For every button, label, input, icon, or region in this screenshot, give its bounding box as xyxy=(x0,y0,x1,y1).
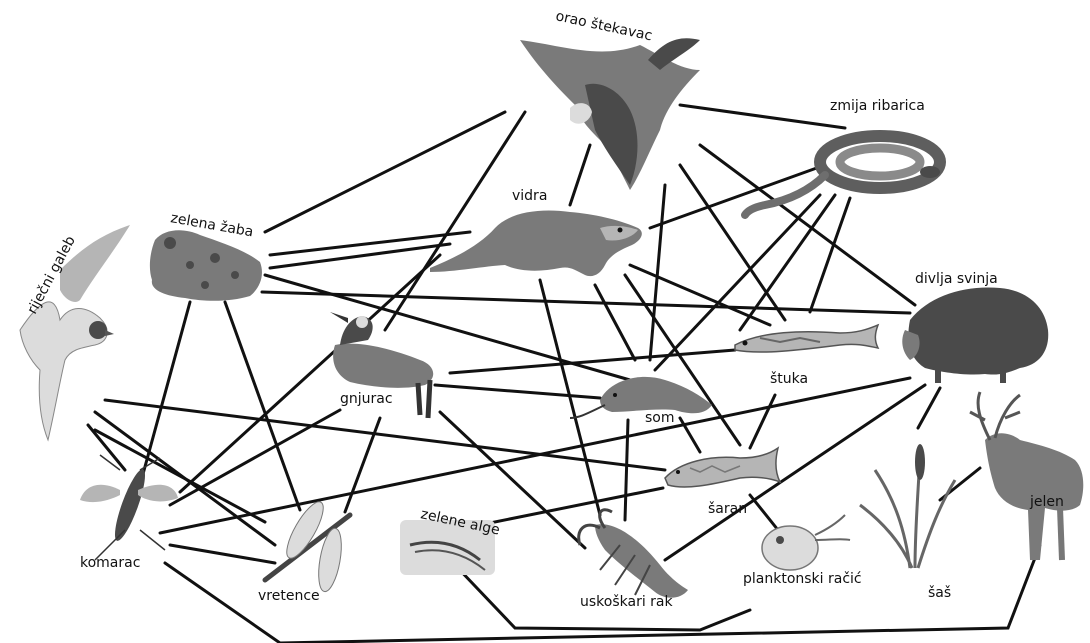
label-svinja: divlja svinja xyxy=(915,271,998,287)
link-saran-alge xyxy=(480,488,663,525)
label-komarac: komarac xyxy=(80,555,140,571)
boar-illustration xyxy=(902,287,1048,383)
otter-illustration xyxy=(430,211,642,277)
eagle-illustration xyxy=(520,38,700,190)
link-orao-stuka xyxy=(680,165,785,320)
label-orao: orao štekavac xyxy=(554,8,654,44)
label-sas: šaš xyxy=(928,585,951,601)
pike-illustration xyxy=(735,325,878,352)
link-orao-zaba xyxy=(265,112,505,232)
snake-illustration xyxy=(745,136,940,215)
label-rak: uskoškari rak xyxy=(580,594,674,610)
link-zaba-vretence xyxy=(225,302,300,510)
link-stuka-saran xyxy=(750,395,775,448)
label-saran: šaran xyxy=(708,501,747,517)
label-zmija: zmija ribarica xyxy=(830,98,925,114)
carp-illustration xyxy=(665,448,780,487)
link-vidra-zaba2 xyxy=(270,244,450,268)
label-vidra: vidra xyxy=(512,188,547,204)
link-orao-zmija xyxy=(680,105,845,128)
link-orao-vidra xyxy=(570,145,590,205)
gull-illustration xyxy=(20,225,130,440)
link-gnjurac-som xyxy=(435,385,600,398)
label-stuka: štuka xyxy=(770,371,808,387)
link-svinja-sas xyxy=(918,388,940,428)
label-vretence: vretence xyxy=(258,588,320,604)
label-jelen: jelen xyxy=(1029,494,1064,510)
dragonfly-illustration xyxy=(265,497,350,593)
label-gnjurac: gnjurac xyxy=(340,391,393,407)
crayfish-illustration xyxy=(579,510,688,598)
link-vidra-som xyxy=(595,285,635,360)
frog-illustration xyxy=(150,230,262,301)
link-orao-svinja xyxy=(700,145,915,305)
link-svinja-komarac xyxy=(160,378,910,533)
mosquito-illustration xyxy=(80,455,178,560)
link-zmija-stuka2 xyxy=(810,198,850,312)
sedge-illustration xyxy=(860,444,955,568)
link-orao-som xyxy=(650,185,665,360)
link-komarac-vretence xyxy=(170,545,275,563)
water-flea-illustration xyxy=(762,515,850,570)
label-som: som xyxy=(645,410,675,426)
deer-illustration xyxy=(970,392,1083,560)
species-labels: orao štekavac zmija ribarica vidra zelen… xyxy=(24,8,1063,610)
label-racic: planktonski račić xyxy=(743,571,862,587)
